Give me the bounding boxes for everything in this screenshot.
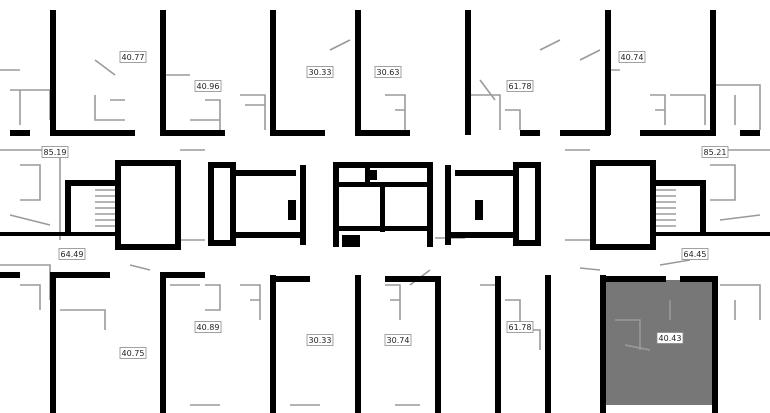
area-label-box — [618, 51, 646, 63]
area-labels: 40.77 40.96 30.33 30.63 61.78 40.74 85.19 85.21… — [41, 51, 729, 359]
area-label-a8: 85.21 — [704, 148, 727, 157]
area-label-a15: 40.75 — [122, 349, 145, 358]
area-label-a1: 40.77 — [122, 53, 145, 62]
area-label-a5: 61.78 — [509, 82, 532, 91]
area-label-a3: 30.33 — [309, 68, 332, 77]
area-label-box — [306, 334, 334, 346]
stairs-right — [656, 189, 676, 227]
area-label-a10: 64.45 — [684, 250, 707, 259]
area-label-box — [119, 51, 147, 63]
area-label-a16: 40.43 — [659, 334, 682, 343]
area-label-box — [374, 66, 402, 78]
area-label-a9: 64.49 — [61, 250, 84, 259]
area-label-a12: 30.33 — [309, 336, 332, 345]
area-label-box — [194, 80, 222, 92]
partition-lines — [0, 39, 770, 406]
area-label-box — [58, 248, 86, 260]
area-label-a11: 40.89 — [197, 323, 220, 332]
walls — [0, 10, 770, 413]
area-label-box — [306, 66, 334, 78]
area-label-a2: 40.96 — [197, 82, 220, 91]
area-label-a7: 85.19 — [44, 148, 67, 157]
area-label-a6: 40.74 — [621, 53, 644, 62]
area-label-a13: 30.74 — [387, 336, 410, 345]
area-label-box — [701, 146, 729, 158]
area-label-box — [681, 248, 709, 260]
area-label-a4: 30.63 — [377, 68, 400, 77]
area-label-box — [41, 146, 69, 158]
area-label-box — [506, 321, 534, 333]
area-label-box — [656, 332, 684, 344]
stairs-left — [95, 189, 115, 227]
area-label-a14: 61.78 — [509, 323, 532, 332]
area-label-box — [194, 321, 222, 333]
area-label-box — [384, 334, 412, 346]
area-label-box — [506, 80, 534, 92]
area-label-box — [119, 347, 147, 359]
